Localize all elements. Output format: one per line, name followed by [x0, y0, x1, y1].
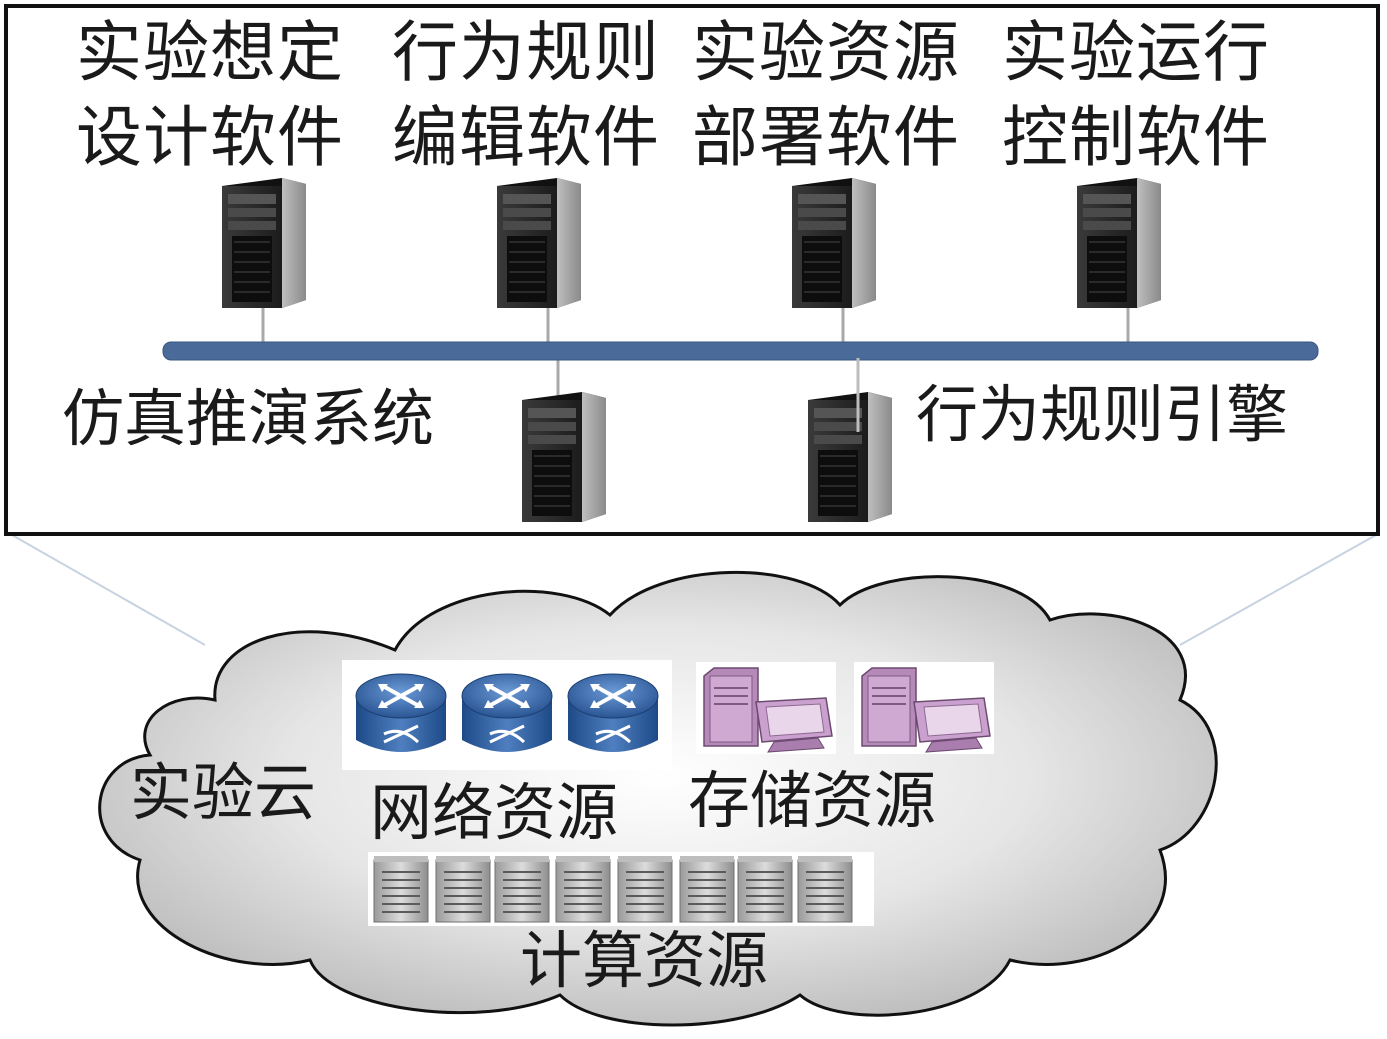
software-label-run-control-line2: 控制软件	[1002, 99, 1270, 176]
compute-server-icon	[433, 853, 495, 927]
server-icon-run-control	[1076, 177, 1162, 309]
compute-server-icon	[795, 853, 857, 927]
cloud-title: 实验云	[130, 756, 317, 829]
storage-server-icon	[853, 661, 995, 755]
software-label-run-control-line1: 实验运行	[1002, 14, 1270, 91]
sim-system-label: 仿真推演系统	[62, 382, 435, 455]
server-icon-resource-deploy	[791, 177, 877, 309]
server-icon-rule-engine	[807, 391, 893, 523]
projection-line-left	[11, 534, 206, 646]
storage-server-icon	[695, 661, 837, 755]
compute-server-icon	[677, 853, 739, 927]
router-icon	[560, 662, 666, 768]
server-icon-sim-system	[521, 391, 607, 523]
server-icon-scenario-design	[221, 177, 307, 309]
network-resources-label: 网络资源	[370, 776, 619, 849]
software-label-rule-editor-line2: 编辑软件	[392, 99, 660, 176]
compute-server-icon	[371, 853, 433, 927]
compute-server-icon	[492, 853, 554, 927]
compute-server-icon	[615, 853, 677, 927]
compute-server-icon	[553, 853, 615, 927]
router-icon	[348, 662, 454, 768]
network-bus	[162, 341, 1319, 361]
projection-line-right	[1179, 534, 1377, 646]
compute-server-icon	[735, 853, 797, 927]
software-label-scenario-design-line2: 设计软件	[76, 99, 344, 176]
storage-resources-label: 存储资源	[688, 764, 937, 837]
software-label-resource-deploy-line1: 实验资源	[692, 14, 960, 91]
server-icon-rule-editor	[496, 177, 582, 309]
compute-resources-label: 计算资源	[520, 924, 769, 997]
rule-engine-label: 行为规则引擎	[916, 378, 1289, 451]
software-label-resource-deploy-line2: 部署软件	[692, 99, 960, 176]
software-label-scenario-design-line1: 实验想定	[76, 14, 344, 91]
router-icon	[454, 662, 560, 768]
software-label-rule-editor-line1: 行为规则	[392, 14, 660, 91]
